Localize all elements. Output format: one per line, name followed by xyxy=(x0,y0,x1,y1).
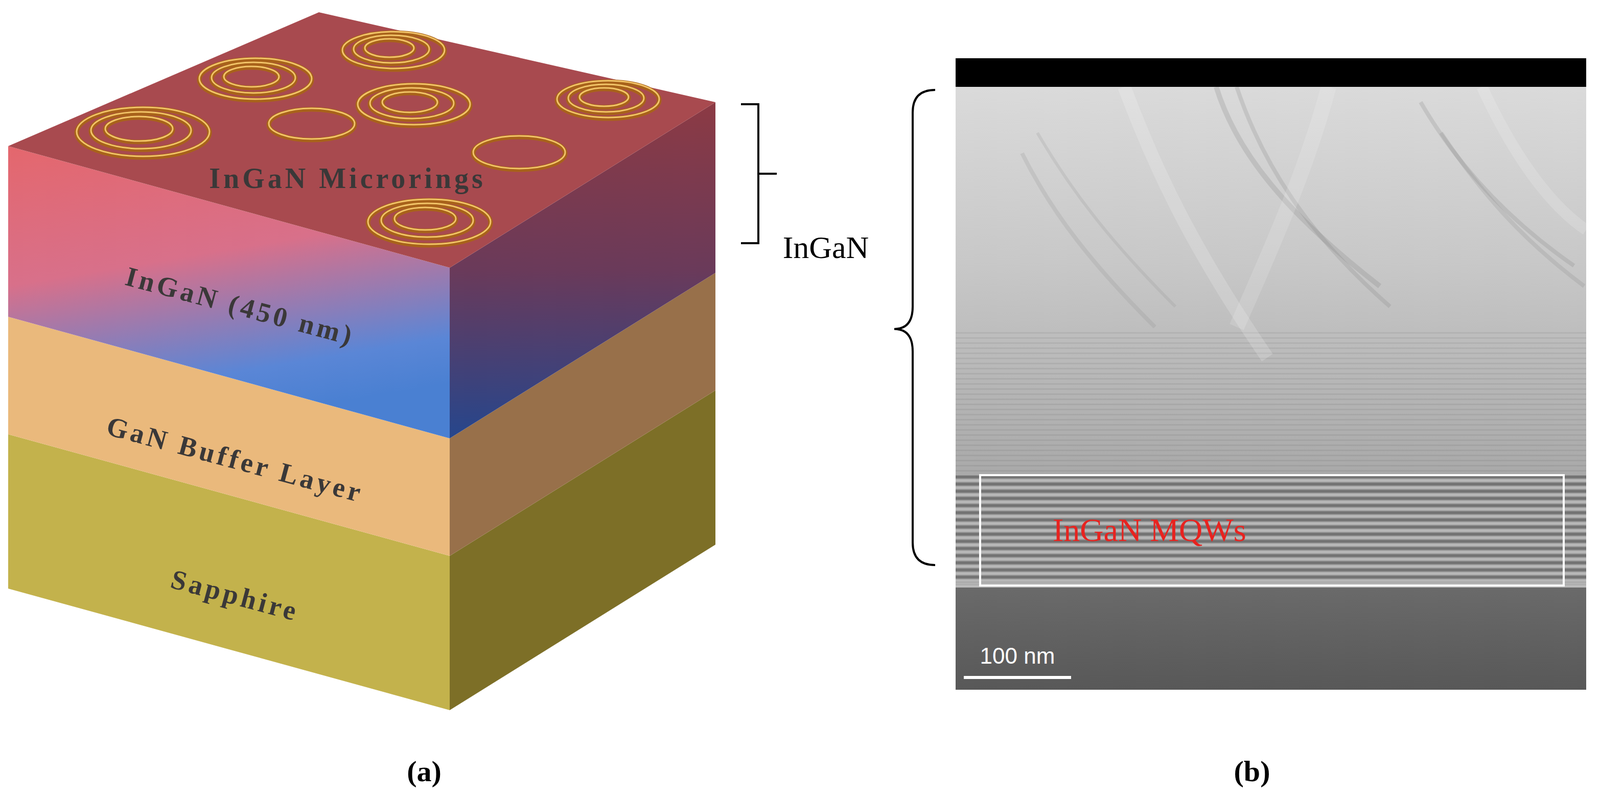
layer-label: InGaN (450 nm) xyxy=(122,261,359,353)
panel-label: (a) xyxy=(406,755,442,788)
bracket xyxy=(740,104,777,244)
ring-body xyxy=(76,32,660,246)
ingan-top xyxy=(8,12,716,268)
scale-bar-label: 100 nm xyxy=(980,643,1056,669)
panel-label: (b) xyxy=(1234,755,1271,788)
tem-mqw-stripes xyxy=(955,475,1587,588)
tem-image xyxy=(955,58,1587,690)
highlight-box: InGaN MQWs xyxy=(979,474,1565,587)
tem-top-bar xyxy=(955,58,1587,87)
layer-band: GaN Buffer Layer xyxy=(91,393,389,522)
tem-film xyxy=(955,86,1587,476)
layer-label: InGaN Microrings xyxy=(209,163,486,195)
curly-brace xyxy=(894,89,936,566)
layer-label: GaN Buffer Layer xyxy=(103,410,367,509)
bend-contours xyxy=(1022,86,1587,358)
layer-band: Sapphire xyxy=(91,531,389,660)
layer-cube xyxy=(8,12,716,711)
ring-highlight xyxy=(76,31,660,245)
tem-substrate xyxy=(955,587,1587,690)
microrings xyxy=(76,31,660,246)
tem-mqw xyxy=(955,475,1587,588)
layer-label: Sapphire xyxy=(167,564,303,628)
layer-label: InGaN xyxy=(782,229,870,265)
layer-band: InGaN MicroringsInGaN (450 nm) xyxy=(102,143,614,358)
region-label: InGaN MQWs xyxy=(1052,512,1247,549)
scale-bar xyxy=(963,676,1072,680)
